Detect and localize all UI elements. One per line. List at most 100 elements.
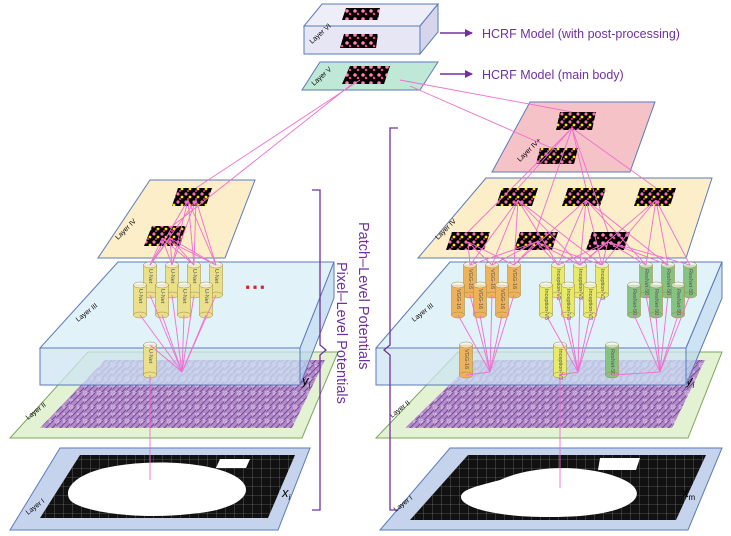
right-vgg16-5: VGG-16 bbox=[495, 281, 509, 319]
right-vgg16-4-label: VGG-16 bbox=[477, 289, 483, 309]
left-unet-6-label: U-Net bbox=[181, 289, 187, 304]
left-unet-5-label: U-Net bbox=[159, 289, 165, 304]
left-iv-line-2-1 bbox=[161, 237, 173, 266]
right-vgg16-5-label: VGG-16 bbox=[499, 289, 505, 309]
right-iv-line-5-1-2 bbox=[601, 241, 609, 266]
pixel-bracket bbox=[312, 189, 328, 511]
right-iv-line-0-0-0 bbox=[469, 199, 519, 266]
left-hub-line-6 bbox=[181, 314, 185, 373]
left-unet-4-label: U-Net bbox=[137, 289, 143, 304]
right-hub-line-1-3 bbox=[545, 314, 579, 373]
left-iv-line-0-1 bbox=[171, 199, 189, 266]
ellipsis: ⋯ bbox=[244, 274, 266, 299]
right-iv-line-1-0-2 bbox=[513, 199, 587, 266]
potential-brackets bbox=[312, 127, 398, 511]
left-iv-line-2-0 bbox=[149, 237, 163, 266]
right-hub-line-2-6 bbox=[611, 371, 661, 376]
right-vgg16-3: VGG-16 bbox=[451, 281, 465, 319]
right-resnet-2-label: ResNet-50 bbox=[687, 269, 693, 295]
right-iv-line-4-1-0 bbox=[535, 241, 559, 266]
left-hub-line-0 bbox=[149, 294, 183, 373]
left-unet-2-label: U-Net bbox=[191, 269, 197, 284]
left-to-v-line-b bbox=[169, 83, 353, 229]
right-hub-line-0-6 bbox=[465, 371, 491, 376]
right-resnet-3: ResNet-50 bbox=[627, 281, 641, 319]
right-hub-line-0-0 bbox=[469, 294, 491, 373]
hcrf-post-label: HCRF Model (with post-processing) bbox=[482, 27, 680, 41]
right-inception-3: Inception-V3 bbox=[539, 281, 553, 320]
right-vgg16-0-label: VGG-16 bbox=[467, 269, 473, 289]
right-iv-line-4-1-1 bbox=[535, 241, 581, 266]
right-layer-iv: Layer IV bbox=[416, 177, 713, 259]
right-inception-5: Inception-V3 bbox=[583, 281, 597, 320]
right-hub-line-0-3 bbox=[457, 314, 491, 373]
right-ivplus-line-5 bbox=[571, 127, 609, 233]
right-iv-line-1-1-2 bbox=[585, 199, 603, 266]
right-ivplus-line-3 bbox=[467, 127, 573, 233]
hcrf-main-label: HCRF Model (main body) bbox=[482, 68, 624, 82]
right-iv-line-5-1-0 bbox=[557, 241, 609, 266]
left-iv-line-0-2 bbox=[187, 199, 195, 266]
left-iv-line-0-0 bbox=[149, 199, 189, 266]
right-inception-5-label: Inception-V3 bbox=[587, 289, 593, 320]
right-iv-line-5-2-1 bbox=[607, 241, 669, 266]
right-iv-line-3-0-2 bbox=[467, 241, 515, 266]
right-hub-line-2-1 bbox=[659, 294, 669, 373]
left-unet-7: U-Net bbox=[199, 281, 213, 319]
right-resnet-1-label: ResNet-50 bbox=[665, 269, 671, 295]
right-hub-line-0-4 bbox=[479, 314, 491, 373]
pixel-level-label: Pixel–Level Potentials bbox=[333, 262, 349, 404]
right-resnet-5: ResNet-50 bbox=[671, 281, 685, 319]
left-to-v-line-a bbox=[195, 79, 361, 189]
left-iv-line-3-0 bbox=[149, 237, 171, 266]
right-iv-line-0-1-0 bbox=[517, 199, 559, 266]
connection-lines bbox=[139, 79, 691, 488]
right-hub-line-1-6 bbox=[559, 371, 579, 376]
right-iv-line-4-1-2 bbox=[535, 241, 603, 266]
left-iv-line-2-3 bbox=[161, 237, 217, 266]
left-iv-line-0-3 bbox=[187, 199, 217, 266]
right-inception-0-label: Inception-V3 bbox=[555, 269, 561, 300]
right-hub-line-2-2 bbox=[659, 294, 691, 373]
right-layer-i: Layer I xm bbox=[378, 447, 723, 531]
right-iv-line-0-0-1 bbox=[491, 199, 519, 266]
left-hub-line-5 bbox=[161, 314, 183, 373]
left-hub-line-1 bbox=[171, 294, 183, 373]
right-resnet-2: ResNet-50 bbox=[683, 261, 697, 299]
left-iv-line-1-3 bbox=[195, 199, 217, 266]
right-inception-3-label: Inception-V3 bbox=[543, 289, 549, 320]
right-iv-line-1-2-0 bbox=[585, 199, 647, 266]
left-hub-line-8 bbox=[149, 344, 183, 373]
right-iv-line-2-2-0 bbox=[645, 199, 657, 266]
right-hub-line-2-0 bbox=[645, 294, 661, 373]
left-iv-line-2-2 bbox=[161, 237, 195, 266]
right-hub-line-2-3 bbox=[633, 314, 661, 373]
right-inception-1-label: Inception-V3 bbox=[577, 269, 583, 300]
right-iv-line-1-2-1 bbox=[585, 199, 669, 266]
left-unet-8: U-Net bbox=[143, 341, 157, 379]
layer-v: Layer V bbox=[301, 61, 439, 91]
right-iv-line-4-0-0 bbox=[469, 241, 537, 266]
left-unet-0-label: U-Net bbox=[147, 269, 153, 284]
right-iv-line-5-1-1 bbox=[579, 241, 609, 266]
right-resnet-5-label: ResNet-50 bbox=[675, 289, 681, 315]
right-vgg16-6-label: VGG-16 bbox=[463, 349, 469, 369]
right-vgg16-3-label: VGG-16 bbox=[455, 289, 461, 309]
right-ivplus-line-0 bbox=[517, 127, 573, 189]
right-vgg16-6: VGG-16 bbox=[459, 341, 473, 379]
right-xm-var: xm bbox=[682, 485, 696, 502]
left-layer-i: Layer I xi bbox=[9, 447, 311, 531]
right-iv-line-1-1-0 bbox=[557, 199, 587, 266]
left-iv-line-3-2 bbox=[169, 237, 195, 266]
layer-iv-plus: Layer IV+ bbox=[491, 101, 656, 173]
left-unet-7-label: U-Net bbox=[203, 289, 209, 304]
left-unet-6: U-Net bbox=[177, 281, 191, 319]
right-hub-line-2-5 bbox=[659, 314, 679, 373]
right-resnet-4: ResNet-50 bbox=[649, 281, 663, 319]
right-vgg16-4: VGG-16 bbox=[473, 281, 487, 319]
left-hub-line-2 bbox=[181, 294, 195, 373]
left-iv-line-3-1 bbox=[169, 237, 173, 266]
left-hub-line-7 bbox=[181, 314, 207, 373]
left-yi-var: yi bbox=[301, 373, 311, 390]
right-yi-var: yi bbox=[685, 373, 695, 390]
